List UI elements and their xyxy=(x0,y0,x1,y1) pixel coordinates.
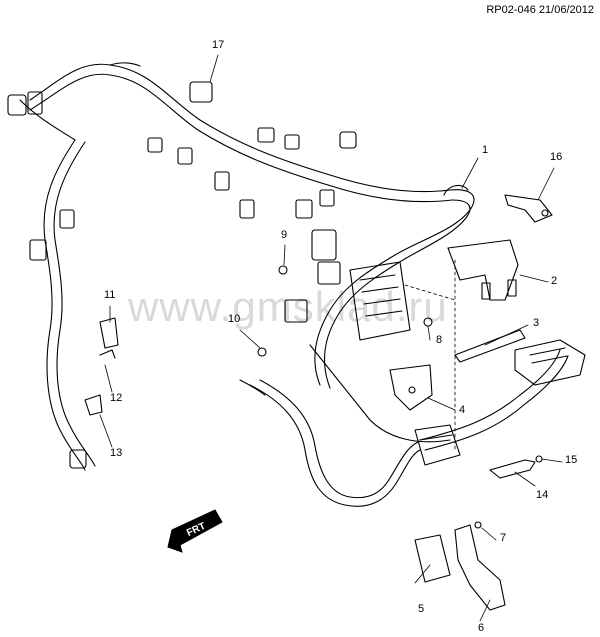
upper-connectors xyxy=(7,81,357,469)
bracket-5-6 xyxy=(414,521,506,611)
front-arrow: FRT xyxy=(167,509,223,553)
leader-lines xyxy=(99,54,563,622)
relay-connector xyxy=(414,424,461,466)
callout-13: 13 xyxy=(110,447,123,459)
harness-main-trunk xyxy=(314,184,475,389)
harness-lower-loop xyxy=(249,344,569,507)
callout-14: 14 xyxy=(536,489,549,501)
callout-16: 16 xyxy=(550,151,563,163)
small-fasteners xyxy=(84,265,543,463)
control-module xyxy=(284,229,411,341)
harness-left-branch xyxy=(19,99,96,471)
callout-11: 11 xyxy=(104,289,116,301)
callout-9: 9 xyxy=(281,229,288,241)
bracket-2 xyxy=(447,239,519,301)
callout-8: 8 xyxy=(436,334,443,346)
callout-7: 7 xyxy=(500,532,507,544)
callout-6: 6 xyxy=(478,622,485,634)
bracket-14 xyxy=(489,459,536,479)
drawing-code: RP02-046 21/06/2012 xyxy=(486,4,594,16)
callout-4: 4 xyxy=(459,404,466,416)
callout-17: 17 xyxy=(212,39,225,51)
callout-3: 3 xyxy=(533,317,540,329)
callout-2: 2 xyxy=(551,275,558,287)
callout-15: 15 xyxy=(565,454,578,466)
callout-1: 1 xyxy=(482,144,489,156)
callout-5: 5 xyxy=(418,603,425,615)
bracket-4 xyxy=(389,364,433,411)
fuse-block-3 xyxy=(454,329,586,386)
callout-10: 10 xyxy=(228,313,241,325)
harness-upper-run xyxy=(29,62,453,203)
callout-12: 12 xyxy=(110,392,123,404)
bracket-16 xyxy=(504,194,553,223)
